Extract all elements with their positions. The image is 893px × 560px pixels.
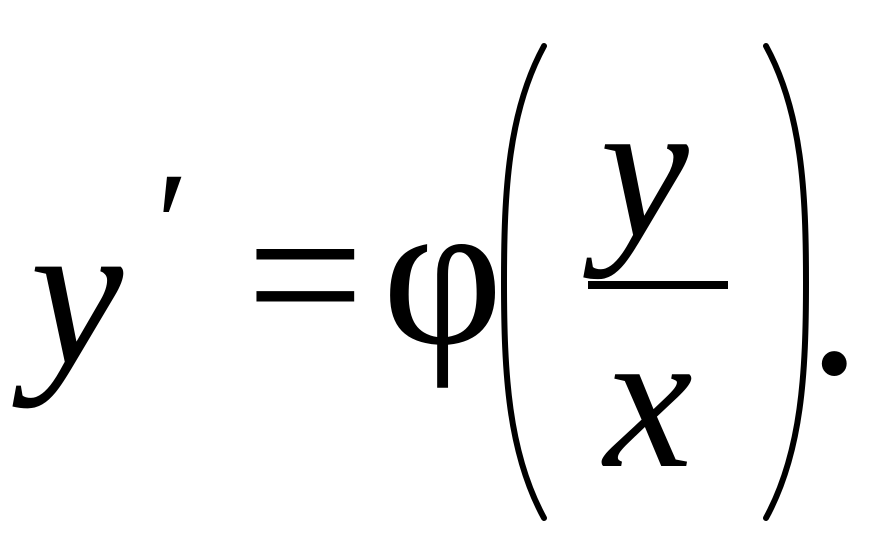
- phi-function: φ: [382, 157, 504, 389]
- left-parenthesis: [500, 43, 547, 521]
- numerator-y: y: [600, 59, 689, 280]
- period: .: [808, 187, 861, 419]
- right-parenthesis: [763, 43, 810, 521]
- equals-sign: =: [246, 159, 365, 391]
- lhs-variable-y: y: [30, 177, 124, 409]
- denominator-x: x: [604, 289, 693, 510]
- fraction-bar: [588, 281, 728, 289]
- prime-symbol: ′: [156, 142, 189, 308]
